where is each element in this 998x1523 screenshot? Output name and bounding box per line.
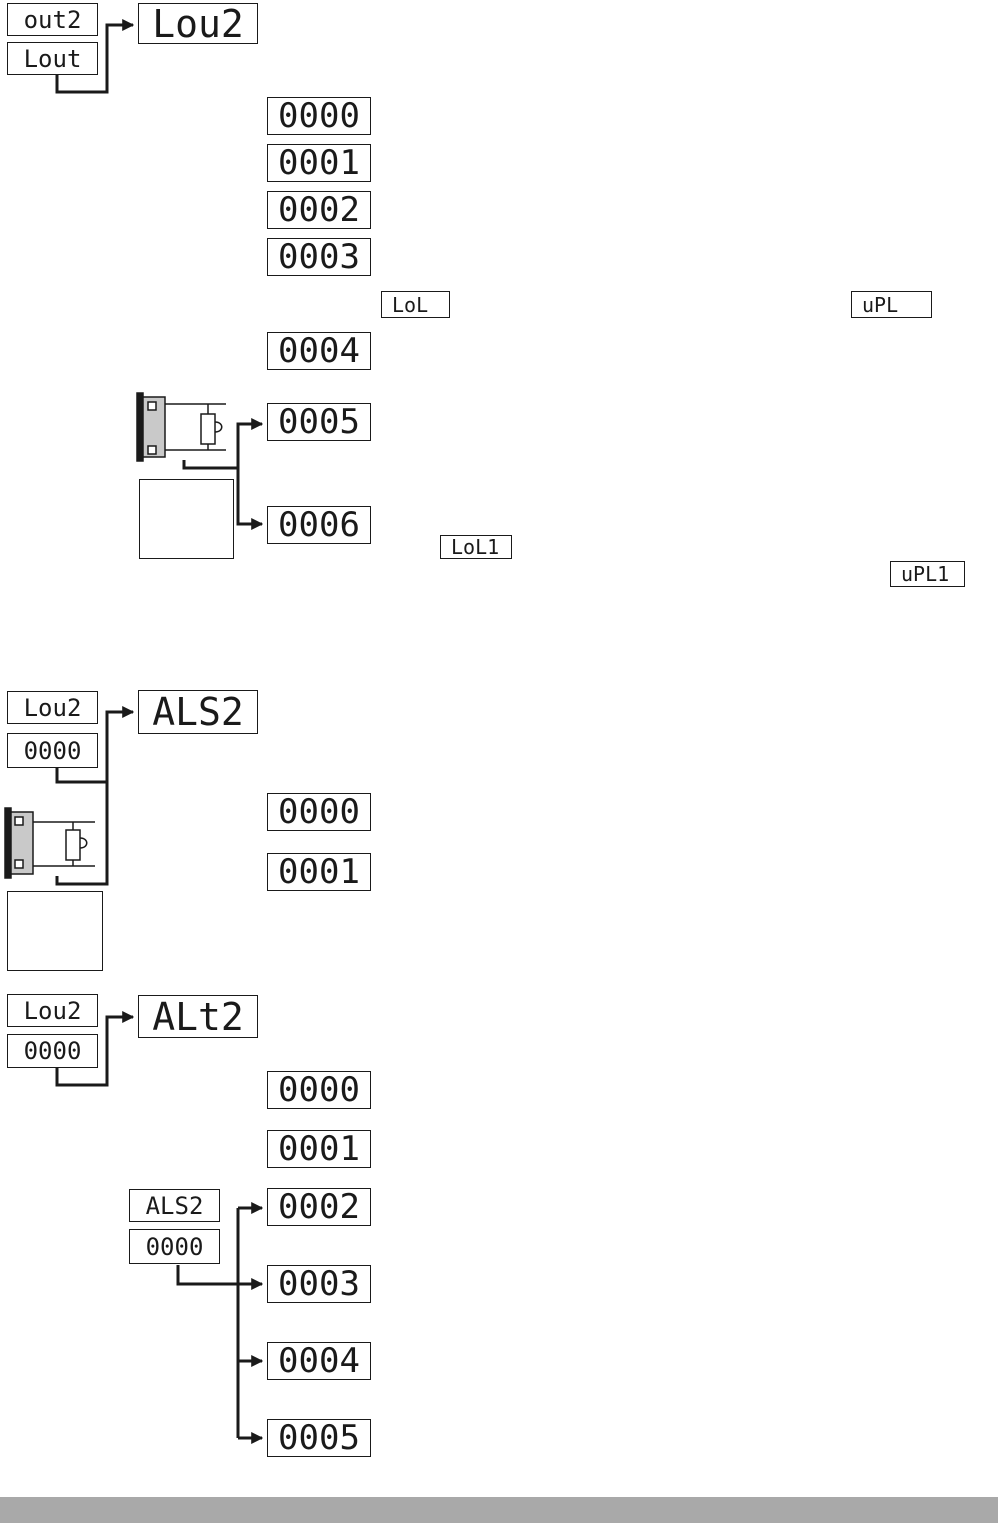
seg-text: 0000 — [145, 1232, 204, 1261]
option-display-s3-0002: 0002 — [267, 1188, 371, 1226]
menu-display-out2: out2 — [7, 3, 98, 36]
option-display-0006: 0006 — [267, 506, 371, 544]
seg-text: LoL — [392, 292, 429, 317]
option-display-s3-0001: 0001 — [267, 1130, 371, 1168]
connector-s1-branch-lower — [236, 468, 264, 530]
option-display-0000: 0000 — [267, 97, 371, 135]
option-display-s2-0001: 0001 — [267, 853, 371, 891]
seg-text: 0006 — [278, 505, 360, 545]
option-display-s3-0003: 0003 — [267, 1265, 371, 1303]
range-low-display: LoL — [381, 291, 450, 318]
menu-display-lout: Lout — [7, 42, 98, 75]
note-box-s1 — [139, 479, 234, 559]
connector-s1-branch — [182, 418, 264, 470]
option-display-s2-0000: 0000 — [267, 793, 371, 831]
option-display-s3-0004: 0004 — [267, 1342, 371, 1380]
seg-text: 0001 — [278, 1129, 360, 1169]
seg-text: ALS2 — [152, 690, 244, 734]
seg-text: 0001 — [278, 143, 360, 183]
option-display-0003: 0003 — [267, 238, 371, 276]
connector-s3-branch — [176, 1265, 264, 1290]
seg-text: Lou2 — [152, 1, 244, 46]
option-display-0001: 0001 — [267, 144, 371, 182]
condition-param-display: ALS2 — [129, 1189, 220, 1222]
option-display-s3-0000: 0000 — [267, 1071, 371, 1109]
parameter-display-alt2: ALt2 — [138, 995, 258, 1038]
range-low-1-display: LoL1 — [440, 535, 512, 559]
device-illustration-s1 — [136, 392, 226, 462]
device-illustration-s2 — [4, 807, 95, 879]
menu-display-lou2-s3: Lou2 — [7, 994, 98, 1027]
range-high-display: uPL — [851, 291, 932, 318]
parameter-display-als2: ALS2 — [138, 690, 258, 734]
connector-s2-device — [55, 782, 109, 886]
seg-text: 0001 — [278, 852, 360, 892]
range-high-1-display: uPL1 — [890, 561, 965, 587]
seg-text: Lou2 — [23, 693, 82, 722]
menu-value-display-s3: 0000 — [7, 1034, 98, 1068]
seg-text: uPL — [862, 292, 899, 317]
seg-text: 0002 — [278, 1187, 360, 1227]
seg-text: ALt2 — [152, 994, 244, 1039]
seg-text: 0000 — [23, 1037, 82, 1065]
seg-text: LoL1 — [451, 535, 500, 559]
seg-text: ALS2 — [145, 1191, 204, 1220]
parameter-display-lou2: Lou2 — [138, 3, 258, 44]
footer-bar — [0, 1497, 998, 1523]
option-display-0004: 0004 — [267, 332, 371, 370]
seg-text: 0002 — [278, 190, 360, 230]
seg-text: out2 — [23, 5, 82, 34]
seg-text: 0000 — [278, 96, 360, 136]
seg-text: 0004 — [278, 331, 360, 371]
seg-text: 0000 — [278, 792, 360, 832]
seg-text: 0003 — [278, 237, 360, 277]
condition-value-display: 0000 — [129, 1229, 220, 1264]
menu-value-display-s2: 0000 — [7, 733, 98, 768]
seg-text: 0003 — [278, 1264, 360, 1304]
seg-text: Lou2 — [23, 996, 82, 1025]
menu-display-lou2-s2: Lou2 — [7, 691, 98, 724]
option-display-0005: 0005 — [267, 403, 371, 441]
option-display-0002: 0002 — [267, 191, 371, 229]
seg-text: 0005 — [278, 402, 360, 442]
seg-text: 0000 — [278, 1070, 360, 1110]
option-display-s3-0005: 0005 — [267, 1419, 371, 1457]
note-box-s2 — [7, 891, 103, 971]
seg-text: Lout — [23, 44, 82, 73]
seg-text: 0000 — [23, 736, 82, 765]
seg-text: 0004 — [278, 1341, 360, 1381]
seg-text: uPL1 — [901, 562, 950, 586]
seg-text: 0005 — [278, 1418, 360, 1458]
